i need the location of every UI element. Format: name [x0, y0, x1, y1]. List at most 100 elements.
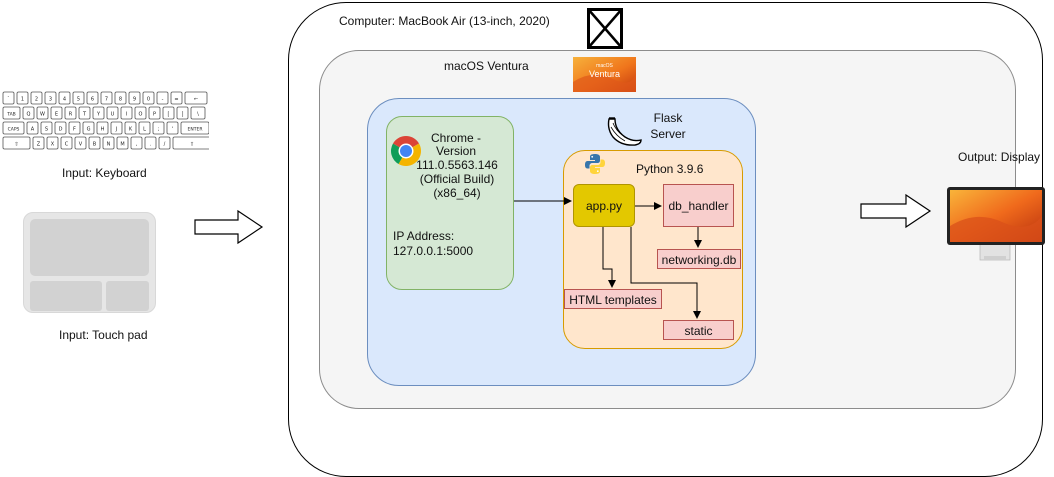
keyboard-key-label: ←	[194, 97, 198, 103]
keyboard-key-label: O	[139, 112, 143, 118]
output-label: Output: Display	[958, 150, 1041, 164]
keyboard-key	[2, 121, 25, 135]
keyboard-key-label: B	[93, 142, 97, 148]
keyboard-key-label: I	[126, 112, 127, 118]
keyboard-key	[134, 106, 147, 120]
keyboard-key-label: ENTER	[188, 127, 203, 133]
chrome-logo-icon	[391, 136, 421, 166]
connector-arrows	[514, 197, 702, 319]
static-node: static	[663, 320, 734, 340]
keyboard-key-label: 5	[77, 97, 80, 103]
input-arrow-icon	[194, 209, 264, 245]
keyboard-key-label: S	[45, 127, 48, 133]
keyboard-key-label: ⇧	[190, 142, 194, 148]
ip-address-value: 127.0.0.1:5000	[393, 244, 474, 258]
touchpad-label: Input: Touch pad	[59, 328, 148, 342]
keyboard-key	[96, 121, 109, 135]
keyboard-key	[54, 121, 67, 135]
keyboard-key	[72, 91, 85, 105]
keyboard-key	[32, 136, 45, 150]
keyboard-key-label: A	[31, 127, 35, 133]
keyboard-key	[92, 106, 105, 120]
keyboard-key	[40, 121, 53, 135]
keyboard-key-label: U	[111, 112, 115, 118]
keyboard-key	[142, 91, 155, 105]
keyboard-key-label: /	[164, 142, 166, 148]
ventura-logo-caption: macOS	[596, 63, 613, 69]
keyboard-key	[102, 136, 115, 150]
keyboard-key	[166, 121, 179, 135]
keyboard-key	[148, 106, 161, 120]
keyboard-key-label: 9	[133, 97, 136, 103]
keyboard-key-label: G	[87, 127, 91, 133]
keyboard-key	[180, 121, 209, 135]
keyboard-key-label: 3	[49, 97, 52, 103]
keyboard-key	[144, 136, 157, 150]
app-py-node: app.py	[573, 184, 635, 227]
static-label: static	[684, 324, 713, 338]
keyboard-key-label: 7	[105, 97, 108, 103]
keyboard-key-label: Y	[96, 112, 101, 118]
keyboard-key	[116, 136, 129, 150]
keyboard-key	[114, 91, 127, 105]
computer-label: Computer: MacBook Air (13-inch, 2020)	[339, 14, 550, 28]
chrome-line2: Version	[435, 144, 477, 158]
keyboard-key-label: 1	[21, 97, 24, 103]
keyboard-key-label: 6	[91, 97, 94, 103]
keyboard-key-label: D	[59, 127, 63, 133]
keyboard-key	[82, 121, 95, 135]
touchpad-left-button	[30, 281, 102, 311]
ventura-logo-text: Ventura	[588, 69, 621, 79]
keyboard-key	[60, 136, 73, 150]
crossed-box-icon	[587, 8, 623, 49]
keyboard-key-label: M	[120, 142, 124, 148]
keyboard-key	[124, 121, 137, 135]
keyboard-key	[130, 136, 143, 150]
keyboard-key-label: .	[150, 142, 152, 148]
keyboard-key-label: `	[7, 97, 10, 103]
keyboard-key-label: J	[115, 127, 117, 133]
keyboard-key-label: X	[51, 142, 55, 148]
keyboard-key-label: Z	[37, 142, 41, 148]
chrome-line4: (Official Build)	[419, 172, 495, 186]
keyboard-key	[2, 136, 31, 150]
python-logo-icon	[585, 154, 605, 174]
keyboard-key-label: L	[143, 127, 146, 133]
keyboard-key	[26, 121, 39, 135]
keyboard-key-label: [	[168, 112, 170, 118]
keyboard-key	[152, 121, 165, 135]
keyboard-key-label: \	[197, 112, 199, 118]
arrow-app-to-static	[630, 227, 701, 319]
keyboard-key-label: 0	[147, 97, 150, 103]
db-handler-label: db_handler	[668, 199, 729, 213]
keyboard-key-label: ]	[182, 112, 184, 118]
keyboard-key	[120, 106, 133, 120]
keyboard-key	[58, 91, 71, 105]
db-handler-node: db_handler	[663, 184, 734, 227]
flask-label-line2: Server	[650, 127, 686, 141]
keyboard-key-label: TAB	[6, 112, 16, 118]
keyboard-key	[46, 136, 59, 150]
chrome-line5: (x86_64)	[433, 186, 481, 200]
keyboard-key-label: 4	[63, 97, 66, 103]
keyboard-key	[22, 106, 35, 120]
keyboard-key	[36, 106, 49, 120]
keyboard-key-label: E	[55, 112, 58, 118]
app-py-label: app.py	[585, 199, 623, 213]
keyboard-key-label: N	[107, 142, 111, 148]
keyboard-key	[86, 91, 99, 105]
keyboard-key-label: ⇧	[14, 142, 18, 148]
keyboard-key-label: 8	[119, 97, 122, 103]
keyboard-key	[88, 136, 101, 150]
keyboard-key	[138, 121, 151, 135]
keyboard-key	[170, 91, 183, 105]
keyboard-key	[64, 106, 77, 120]
output-arrow-icon	[860, 193, 932, 229]
keyboard-key-label: =	[174, 97, 178, 103]
keyboard-key	[50, 106, 63, 120]
keyboard-key	[128, 91, 141, 105]
keyboard-key	[162, 106, 175, 120]
keyboard-key	[156, 91, 169, 105]
keyboard-key-label: CAPS	[8, 127, 20, 133]
